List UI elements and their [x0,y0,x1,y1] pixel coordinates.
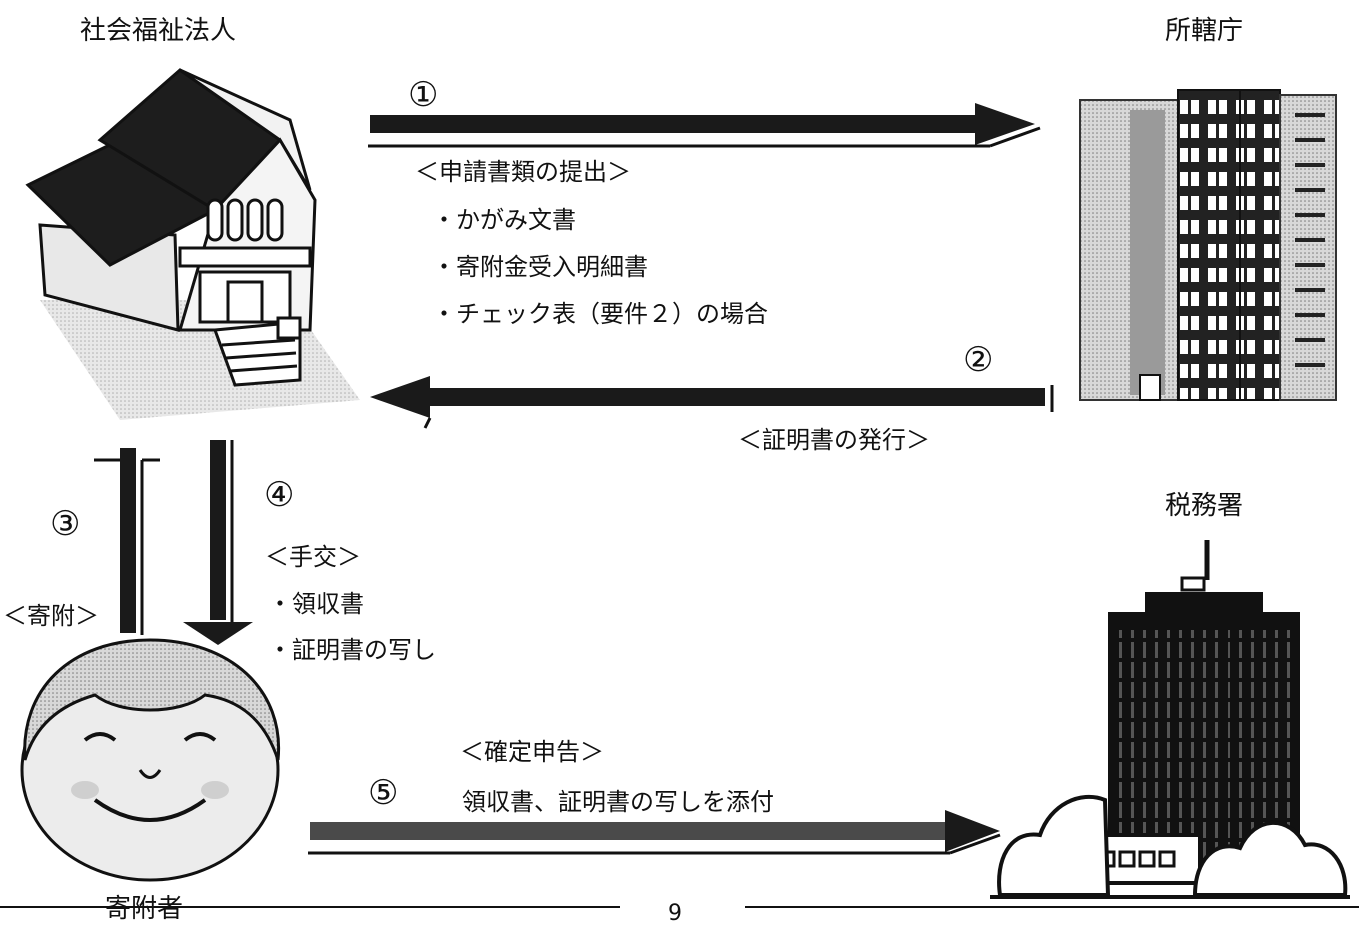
step-1-number: ① [408,75,439,115]
flow5-heading: ＜確定申告＞ [460,738,604,766]
flow4-item-1: ・領収書 [268,590,364,618]
flow4-item-2: ・証明書の写し [268,636,436,664]
arrow-3-donation [94,448,160,635]
flow1-item-3: ・チェック表（要件２）の場合 [432,300,768,328]
step-2-number: ② [963,340,994,380]
agency-building-icon [1079,89,1337,401]
arrow-4-handover [183,440,253,645]
tax-office-building-icon [990,540,1350,899]
flow1-heading: ＜申請書類の提出＞ [415,158,631,186]
flow5-detail: 領収書、証明書の写しを添付 [462,788,774,816]
welfare-corp-label: 社会福祉法人 [80,16,237,46]
flow2-heading: ＜証明書の発行＞ [738,426,930,454]
step-4-number: ④ [264,475,295,515]
welfare-building-icon [25,68,360,420]
step-3-number: ③ [50,504,81,544]
arrow-1-submission [368,103,1041,148]
step-5-number: ⑤ [368,773,399,813]
flow4-heading: ＜手交＞ [265,543,361,571]
flow1-item-1: ・かがみ文書 [432,206,576,234]
flow3-heading: ＜寄附＞ [3,602,99,630]
donor-label: 寄附者 [105,894,184,924]
arrow-2-issuance [370,376,1054,429]
agency-label: 所轄庁 [1165,16,1244,46]
page-number: 9 [668,901,682,926]
tax-office-label: 税務署 [1165,491,1244,521]
arrow-5-tax-return [308,810,1001,855]
donor-face-icon [20,638,281,882]
flow1-item-2: ・寄附金受入明細書 [432,253,648,281]
